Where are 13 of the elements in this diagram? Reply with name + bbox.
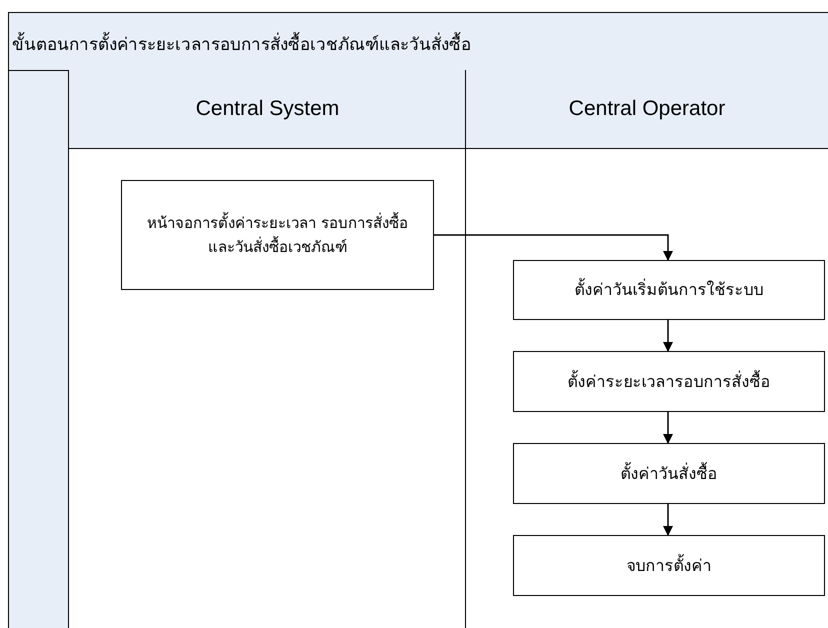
process-box: ตั้งค่าระยะเวลารอบการสั่งซื้อ	[513, 351, 825, 412]
arrow	[663, 504, 673, 536]
lane-header: Central Operator	[466, 70, 828, 149]
process-box: ตั้งค่าวันเริ่มต้นการใช้ระบบ	[513, 260, 825, 320]
swimlane	[465, 70, 828, 628]
process-box: หน้าจอการตั้งค่าระยะเวลา รอบการสั่งซื้อและวันสั่งซื้อเวชภัณฑ์	[121, 180, 434, 290]
arrow	[663, 320, 673, 352]
process-box: ตั้งค่าวันสั่งซื้อ	[513, 443, 825, 504]
arrow	[663, 412, 673, 444]
arrow	[433, 234, 673, 261]
lane-header: Central System	[69, 70, 466, 149]
diagram-title: ขั้นตอนการตั้งค่าระยะเวลารอบการสั่งซื้อเวชภัณฑ์และวันสั่งซื้อ	[12, 30, 471, 57]
process-box: จบการตั้งค่า	[513, 535, 825, 596]
